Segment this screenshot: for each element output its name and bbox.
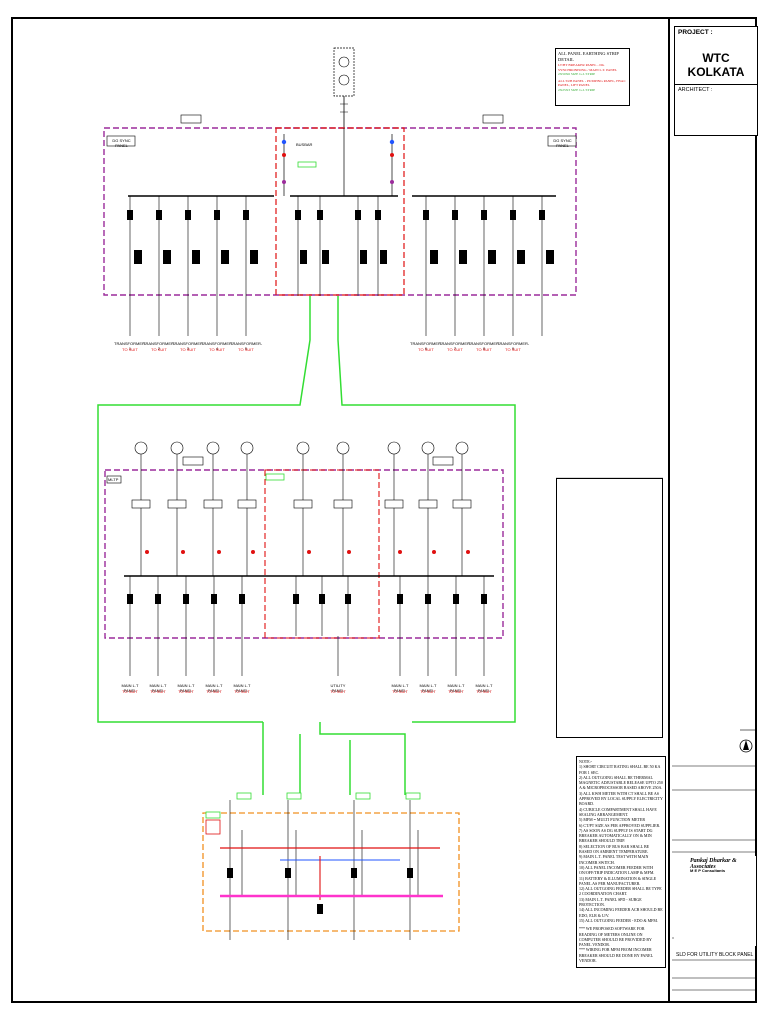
earthing-heading: ALL PANEL EARTHING STRIP DETAIL	[558, 51, 619, 62]
feeder-rating-label: TO SUIT	[150, 689, 166, 694]
main-lt-feeder-label: MAIN L.T PANEL	[419, 683, 437, 693]
transformer-feeder-label: TRANSFORMER-1	[114, 341, 147, 351]
feeder-rating-label: TO SUIT	[505, 347, 521, 352]
dg-sync-panel-outline	[103, 127, 577, 296]
notes-box: NOTE:- 1) SHORT CIRCUIT RATING SHALL BE …	[576, 756, 666, 968]
note-item: 2) ALL OUTGOING SHALL BE THERMAL MAGNETI…	[579, 774, 663, 791]
transformer-feeder-label: TRANSFORMER-3	[172, 341, 205, 351]
note-item: 4) CUBICLE COMPARTMENT SHALL HAVE SEALIN…	[579, 806, 657, 817]
top-right-panel-label: DG SYNC PANEL	[553, 138, 572, 148]
transformer-feeder-label: TRANSFORMER-6	[410, 341, 443, 351]
feeder-rating-label: TO SUIT	[122, 347, 138, 352]
note-item: 3) ALL KWH METER WITH CT SHALL BE AS APP…	[579, 790, 663, 807]
top-left-panel-label: DG SYNC PANEL	[112, 138, 131, 148]
mid-bus-coupler-outline	[264, 469, 380, 639]
earthing-line-4: 2X25X3 SIZE G.I. STRIP	[558, 87, 596, 92]
note-item: 11) BATTERY & ILLUMINATION & SINGLE PANE…	[579, 875, 657, 886]
transformer-feeder-label: TRANSFORMER-8	[468, 341, 501, 351]
earthing-detail-box: ALL PANEL EARTHING STRIP DETAIL LT/HT BR…	[555, 48, 630, 106]
main-lt-feeder-label: MAIN L.T PANEL	[475, 683, 493, 693]
note-item: 8) SELECTION OF BUS BAR SHALL BE BASED O…	[579, 843, 650, 855]
consultant-sub: M E P Consultants	[690, 868, 726, 873]
feeder-rating-label: TO SUIT	[476, 689, 492, 694]
main-lt-feeder-label: MAIN L.T PANEL	[233, 683, 251, 693]
top-section	[97, 47, 577, 723]
drawing-title: SLD FOR UTILITY BLOCK PANEL	[676, 952, 754, 958]
consultant-box: Pankaj Dharkar & Associates M E P Consul…	[674, 856, 756, 946]
middle-section	[104, 441, 504, 676]
feeder-rating-label: TO SUIT	[420, 689, 436, 694]
note-item: 5) MFM = MULTI FUNCTION METER	[579, 817, 645, 823]
notes-heading: NOTE:-	[579, 759, 593, 764]
feeder-rating-label: TO SUIT	[122, 689, 138, 694]
feeder-rating-label: TO SUIT	[238, 347, 254, 352]
main-lt-feeder-label: MAIN L.T PANEL	[149, 683, 167, 693]
project-label: PROJECT :	[678, 29, 713, 36]
project-box: PROJECT : WTC KOLKATA	[674, 26, 758, 88]
bus-coupler-outline	[275, 127, 405, 296]
feeder-rating-label: TO SUIT	[418, 347, 434, 352]
mid-panel-label: MLTP	[108, 477, 119, 482]
project-name: WTC KOLKATA	[687, 51, 745, 79]
feeder-rating-label: TO SUIT	[178, 689, 194, 694]
earthing-line-3: ALL SUB PANEL - PUMPING PANEL, HVAC PANE…	[558, 78, 626, 88]
notes-list: 1) SHORT CIRCUIT RATING SHALL BE 50 KA F…	[579, 764, 663, 923]
main-lt-feeder-label: MAIN L.T PANEL	[447, 683, 465, 693]
title-block: PROJECT : WTC KOLKATA ARCHITECT : Pankaj…	[668, 18, 758, 1002]
feeder-rating-label: TO SUIT	[151, 347, 167, 352]
feeder-rating-label: TO SUIT	[234, 689, 250, 694]
feeder-rating-label: TO SUIT	[209, 347, 225, 352]
architect-box: ARCHITECT :	[674, 84, 758, 136]
note-item: 1) SHORT CIRCUIT RATING SHALL BE 50 KA F…	[579, 764, 661, 775]
bottom-section	[202, 722, 460, 940]
transformer-feeder-label: TRANSFORMER-9	[497, 341, 530, 351]
transformer-feeder-label: TRANSFORMER-5	[230, 341, 263, 351]
feeder-rating-label: TO SUIT	[447, 347, 463, 352]
legend-table	[556, 478, 663, 738]
note-item: 7) AS SOON AS DG SUPPLY IS START DG BREA…	[579, 827, 653, 844]
architect-label: ARCHITECT :	[678, 87, 713, 93]
busbar-tag: BUSBAR	[296, 142, 313, 147]
note-item: 14) ALL INCOMING FEEDER ACB SHOULD BE ED…	[579, 907, 663, 918]
earthing-line-1: LT/HT BREAKER PANEL - DG SYNCHRONISING /…	[558, 63, 618, 72]
note-item: 12) ALL OUTGOING FEEDER SHALL BE TYPE 2 …	[579, 886, 662, 897]
main-lt-feeder-label: UTILITY PANEL	[330, 683, 346, 693]
note-item: 6) CT/PT SIZE AS PER APPROVED SUPPLIER.	[579, 822, 661, 828]
notes-footer-2: *** WIRING FOR MFM FROM INCOMER BREAKER …	[579, 947, 653, 963]
transformer-feeder-label: TRANSFORMER-4	[201, 341, 234, 351]
note-item: 10) ALL PANEL INCOMER FEEDER WITH ON/OFF…	[579, 864, 655, 876]
main-lt-feeder-label: MAIN L.T PANEL	[205, 683, 223, 693]
consultant-name: Pankaj Dharkar & Associates	[690, 858, 737, 870]
mltp-panel-outline	[104, 469, 504, 639]
feeder-rating-label: TO SUIT	[330, 689, 346, 694]
note-item: 15) ALL OUTGOING FEEDER - EDO & MFM.	[579, 917, 658, 923]
note-item: 9) MAIN L.T. PANEL TEST WITH MAIN INCOME…	[579, 854, 649, 865]
feeder-rating-label: TO SUIT	[476, 347, 492, 352]
main-lt-feeder-label: MAIN L.T PANEL	[121, 683, 139, 693]
notes-footer-1: *** WE PROPOSED SOFTWARE FOR READING OF …	[579, 926, 652, 948]
sheet-border	[11, 17, 757, 1003]
earthing-line-2: 2X50X6 SIZE G.I. STRIP	[558, 72, 596, 76]
transformer-feeder-label: TRANSFORMER-7	[439, 341, 472, 351]
feeder-rating-label: TO SUIT	[448, 689, 464, 694]
note-item: 13) MAIN L.T. PANEL SPD - SURGE PROTECTI…	[579, 896, 642, 908]
main-lt-feeder-label: MAIN L.T PANEL	[177, 683, 195, 693]
utility-panel-outline	[202, 812, 460, 932]
transformer-feeder-label: TRANSFORMER-2	[143, 341, 176, 351]
feeder-rating-label: TO SUIT	[180, 347, 196, 352]
feeder-rating-label: TO SUIT	[206, 689, 222, 694]
feeder-rating-label: TO SUIT	[392, 689, 408, 694]
main-lt-feeder-label: MAIN L.T PANEL	[391, 683, 409, 693]
